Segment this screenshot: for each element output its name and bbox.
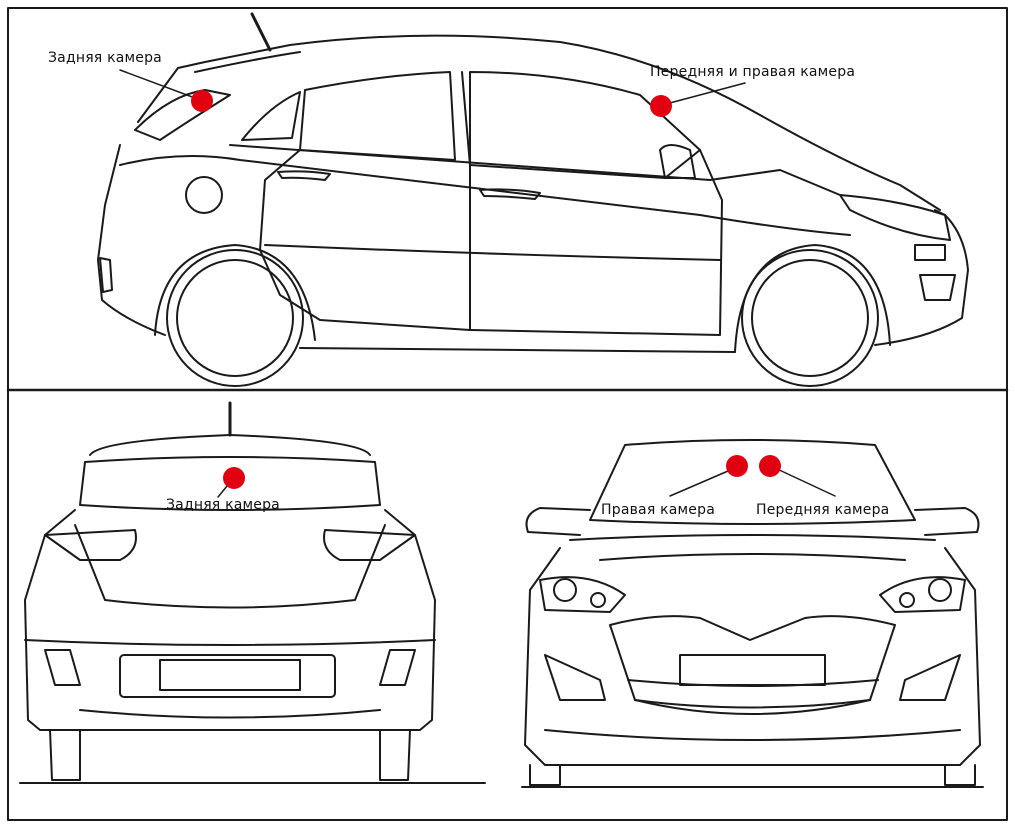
label-rear-rear-camera: Задняя камера [166, 497, 280, 513]
leader-front-right [669, 467, 736, 497]
label-side-rear-camera: Задняя камера [48, 50, 162, 66]
front-right-camera-marker [726, 455, 748, 477]
front-front-camera-marker [759, 455, 781, 477]
leader-front-front [774, 467, 836, 497]
camera-markers [119, 69, 836, 498]
side-rear-camera-marker [191, 90, 213, 112]
label-front-right-camera: Правая камера [601, 502, 715, 518]
label-side-front-right-camera: Передняя и правая камера [650, 64, 856, 80]
side-front-right-camera-marker [650, 95, 672, 117]
side-view-car [97, 12, 969, 387]
leader-side-rear [119, 69, 196, 99]
outer-border [7, 7, 1008, 821]
rear-camera-marker [223, 467, 245, 489]
label-front-front-camera: Передняя камера [756, 502, 890, 518]
rear-view-car [19, 401, 486, 784]
front-view-car [521, 439, 984, 788]
leader-side-front [665, 82, 746, 105]
